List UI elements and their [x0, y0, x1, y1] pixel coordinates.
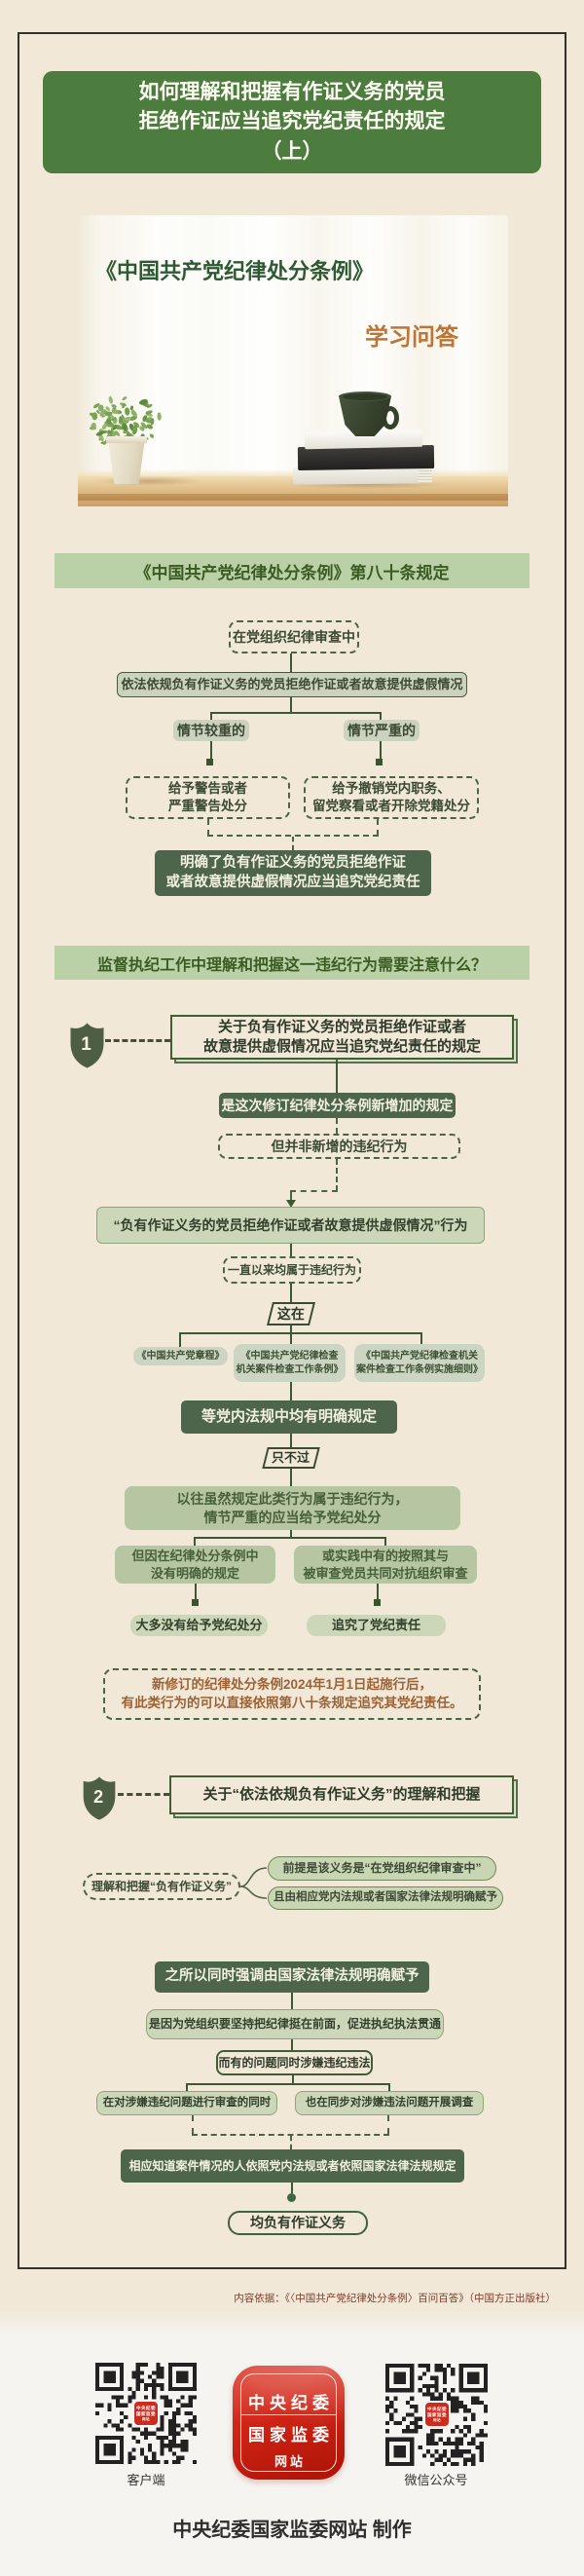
svg-text:1: 1: [81, 1034, 91, 1055]
svg-text:2: 2: [93, 1786, 103, 1807]
